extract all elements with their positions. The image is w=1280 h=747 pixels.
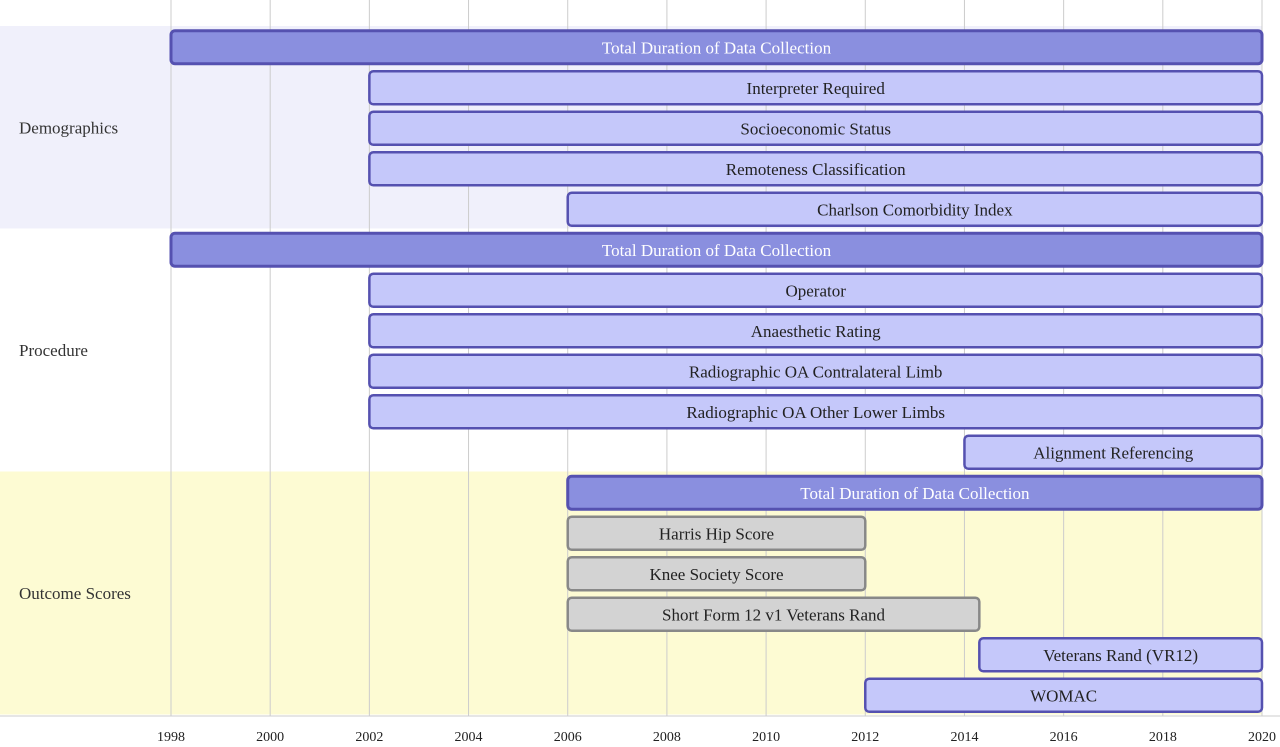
bar-label: Remoteness Classification (726, 160, 906, 179)
timeline-bar[interactable] (368, 272, 1264, 308)
bar-label: Anaesthetic Rating (751, 322, 881, 341)
x-tick-label: 2016 (1050, 730, 1078, 745)
bar-label: Knee Society Score (649, 565, 783, 584)
timeline-bar[interactable] (368, 70, 1264, 106)
x-tick-label: 2010 (752, 730, 780, 745)
group-label: Procedure (19, 341, 88, 360)
timeline-bar[interactable] (169, 29, 1264, 66)
x-tick-label: 2012 (851, 730, 879, 745)
timeline-bar[interactable] (368, 151, 1264, 187)
timeline-bar[interactable] (978, 637, 1264, 673)
x-axis-ticks: 1998 2000 2002 2004 2006 2008 2010 2012 2014 2016… (157, 730, 1276, 745)
timeline-bar[interactable] (864, 677, 1264, 713)
x-tick-label: 2000 (256, 730, 284, 745)
timeline-bar[interactable] (566, 556, 867, 592)
group-band (0, 471, 1262, 715)
bar-label: Interpreter Required (747, 79, 886, 98)
timeline-bar[interactable] (368, 394, 1264, 430)
group-label: Demographics (19, 118, 118, 137)
x-tick-label: 2008 (653, 730, 681, 745)
bar-label: Harris Hip Score (659, 524, 774, 543)
bar-label: Total Duration of Data Collection (602, 241, 832, 260)
timeline-bar[interactable] (963, 434, 1264, 470)
timeline-bar[interactable] (566, 474, 1264, 511)
group-band (0, 228, 1262, 472)
timeline-bar[interactable] (169, 231, 1264, 268)
timeline-bar[interactable] (368, 110, 1264, 146)
timeline-bar[interactable] (368, 353, 1264, 389)
bar-label: Radiographic OA Other Lower Limbs (686, 403, 945, 422)
bar-label: Total Duration of Data Collection (602, 38, 832, 57)
bar-label: Operator (785, 281, 846, 300)
bar-label: Alignment Referencing (1033, 443, 1194, 462)
x-tick-label: 2004 (455, 730, 483, 745)
x-tick-label: 2002 (355, 730, 383, 745)
bar-label: Socioeconomic Status (740, 119, 891, 138)
timeline-bar[interactable] (566, 515, 867, 551)
bar-label: Short Form 12 v1 Veterans Rand (662, 605, 886, 624)
bar-label: Total Duration of Data Collection (800, 484, 1030, 503)
bars: Total Duration of Data CollectionInterpr… (169, 29, 1264, 713)
bar-label: WOMAC (1030, 686, 1097, 705)
group-label: Outcome Scores (19, 584, 131, 603)
timeline-bar[interactable] (566, 596, 981, 632)
x-tick-label: 2006 (554, 730, 582, 745)
bar-label: Charlson Comorbidity Index (817, 200, 1013, 219)
x-tick-label: 2018 (1149, 730, 1177, 745)
timeline-bar[interactable] (566, 191, 1264, 227)
x-tick-label: 2014 (950, 730, 978, 745)
x-tick-label: 2020 (1248, 730, 1276, 745)
bar-label: Radiographic OA Contralateral Limb (689, 362, 943, 381)
bar-label: Veterans Rand (VR12) (1043, 646, 1198, 665)
timeline-bar[interactable] (368, 313, 1264, 349)
x-tick-label: 1998 (157, 730, 185, 745)
